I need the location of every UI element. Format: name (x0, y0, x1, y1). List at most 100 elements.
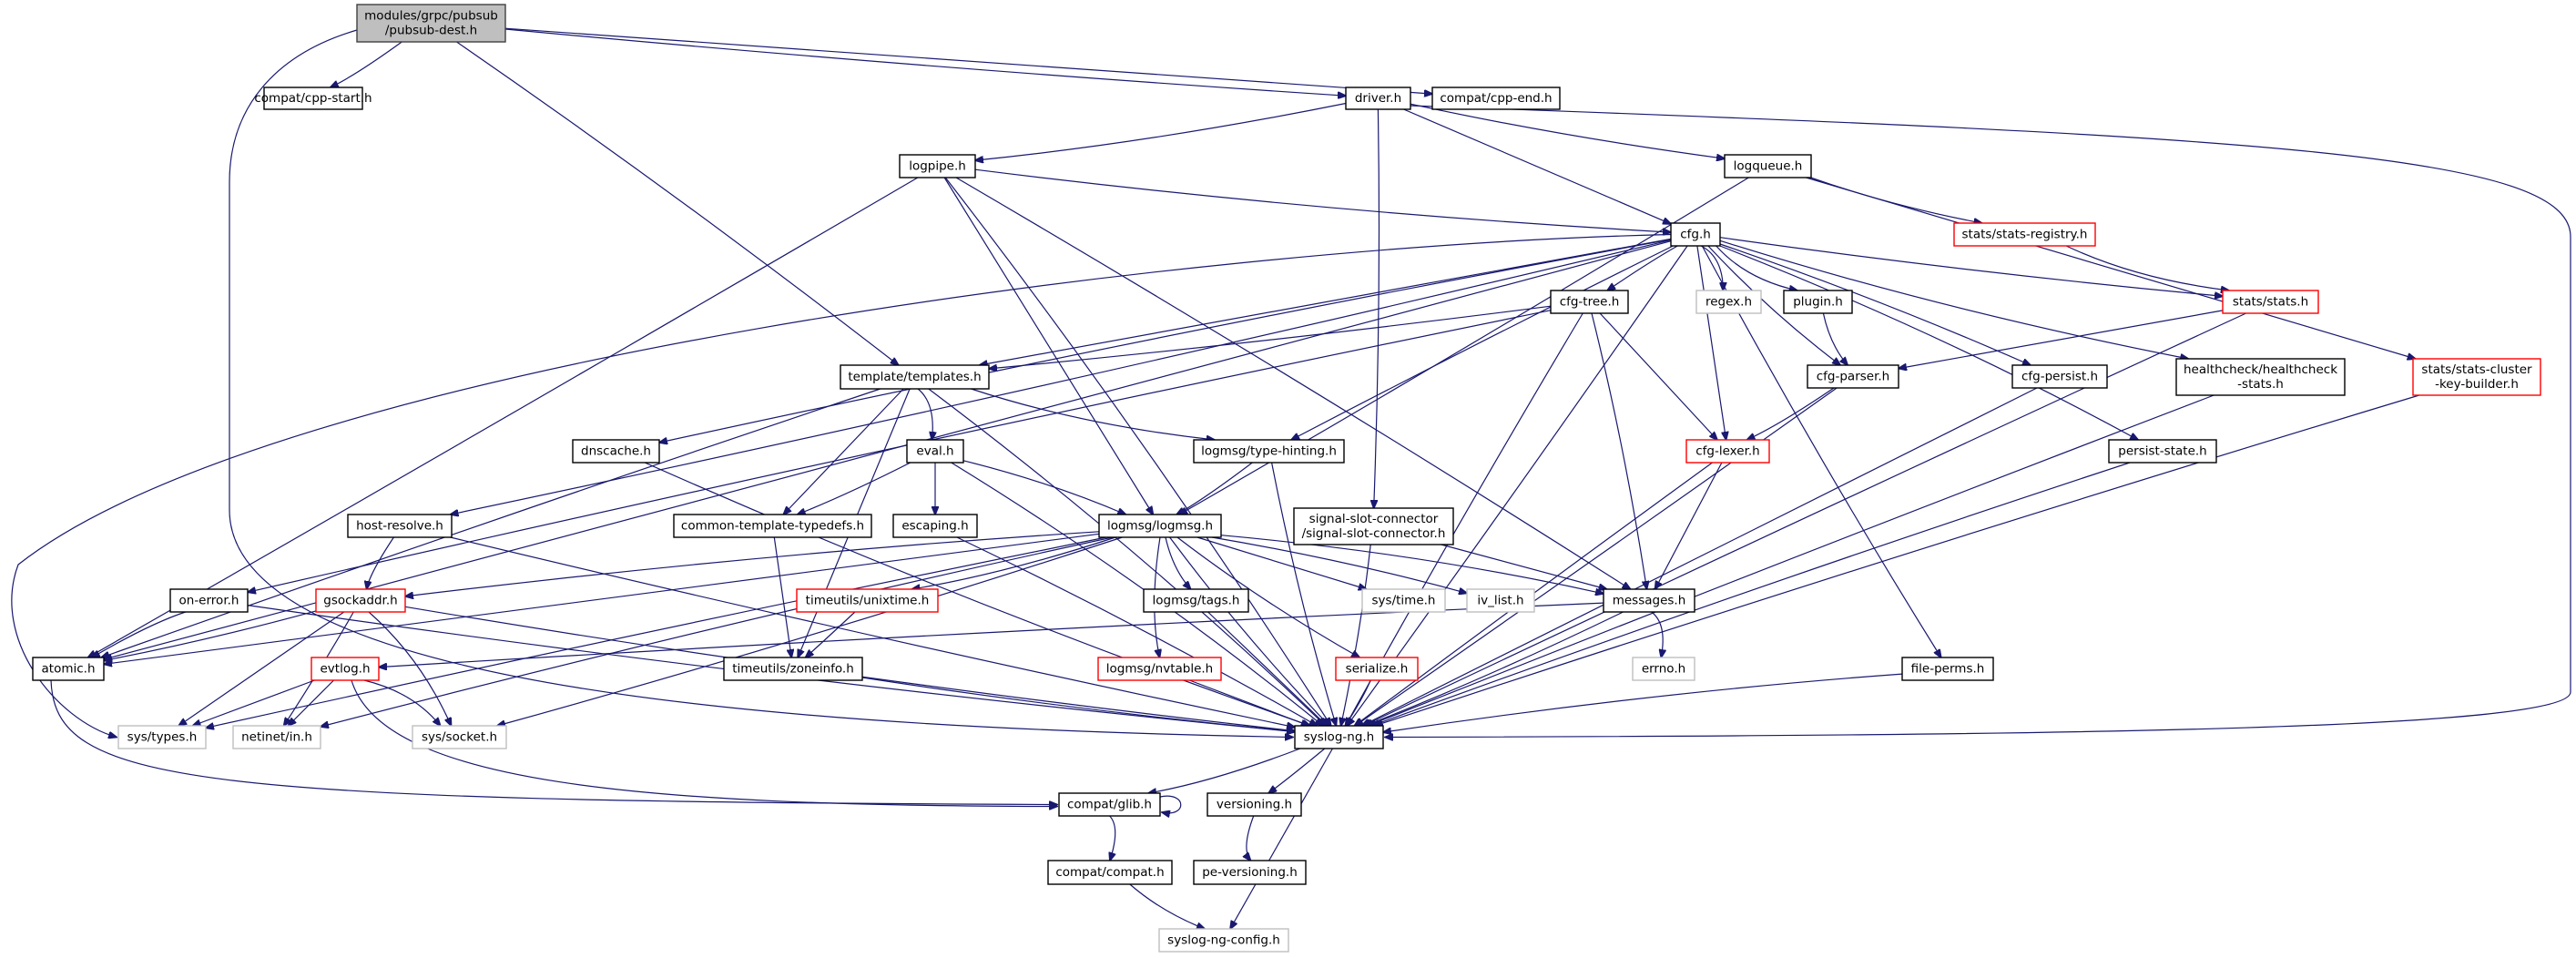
node-label: atomic.h (42, 662, 96, 677)
node-pe-versioning[interactable]: pe-versioning.h (1193, 860, 1307, 885)
node-compat[interactable]: compat/compat.h (1047, 860, 1173, 885)
edge-cfg-to-cfg_tree (1607, 245, 1678, 290)
node-box (1431, 87, 1561, 110)
node-box (1901, 657, 1994, 681)
node-box (1293, 507, 1454, 545)
node-zoneinfo[interactable]: timeutils/zoneinfo.h (723, 657, 863, 681)
edge-stats-to-syslog_ng (1363, 312, 2246, 726)
node-cpp-end[interactable]: compat/cpp-end.h (1431, 87, 1561, 110)
node-box (1361, 588, 1446, 613)
node-on-error[interactable]: on-error.h (169, 588, 249, 613)
node-box (1193, 860, 1307, 885)
node-type-hinting[interactable]: logmsg/type-hinting.h (1193, 439, 1345, 464)
node-signal-slot[interactable]: signal-slot-connector/signal-slot-connec… (1293, 507, 1454, 545)
edge-driver-to-cfg (1403, 108, 1672, 224)
edge-cfg_lexer-to-messages (1655, 462, 1723, 589)
node-label: compat/cpp-start.h (254, 91, 372, 106)
node-label: logqueue.h (1734, 159, 1803, 174)
node-label: -key-builder.h (2435, 377, 2519, 392)
node-eval[interactable]: eval.h (906, 439, 964, 464)
node-cpp-start[interactable]: compat/cpp-start.h (254, 87, 372, 110)
edge-logmsg-to-tags (1165, 536, 1191, 589)
node-box (796, 588, 939, 613)
node-sys-types[interactable]: sys/types.h (117, 725, 207, 749)
node-label: host-resolve.h (356, 519, 443, 534)
edge-pubsub_dest-to-cpp_end (504, 27, 1432, 94)
node-netinet-in[interactable]: netinet/in.h (232, 725, 321, 749)
node-healthcheck[interactable]: healthcheck/healthcheck-stats.h (2175, 358, 2346, 396)
node-label: logmsg/nvtable.h (1106, 662, 1213, 677)
node-dnscache[interactable]: dnscache.h (572, 439, 660, 464)
node-stats-cluster-kb[interactable]: stats/stats-cluster-key-builder.h (2412, 358, 2541, 396)
node-box (1047, 860, 1173, 885)
node-cfg-lexer[interactable]: cfg-lexer.h (1685, 439, 1770, 464)
edge-cfg-to-templates (980, 238, 1672, 365)
node-logmsg[interactable]: logmsg/logmsg.h (1098, 514, 1222, 538)
node-label: sys/socket.h (422, 730, 497, 745)
node-plugin[interactable]: plugin.h (1783, 290, 1853, 314)
node-serialize[interactable]: serialize.h (1335, 657, 1419, 681)
node-messages[interactable]: messages.h (1603, 588, 1695, 613)
node-nvtable[interactable]: logmsg/nvtable.h (1097, 657, 1222, 681)
node-syslog-ng[interactable]: syslog-ng.h (1294, 725, 1384, 749)
node-sys-time[interactable]: sys/time.h (1361, 588, 1446, 613)
node-box (412, 725, 507, 749)
node-stats[interactable]: stats/stats.h (2222, 290, 2319, 314)
edge-syslog_ng-to-glib (1148, 748, 1301, 793)
node-cfg[interactable]: cfg.h (1670, 222, 1721, 247)
node-evtlog[interactable]: evtlog.h (311, 657, 380, 681)
node-templates[interactable]: template/templates.h (840, 364, 990, 390)
edge-cfg_tree-to-cfg_lexer (1599, 312, 1717, 440)
edge-pubsub_dest-to-templates (456, 41, 899, 365)
edge-cfg_tree-to-templates (989, 305, 1552, 369)
edge-messages-to-errno (1651, 611, 1663, 657)
edge-logmsg-to-unixtime (912, 536, 1116, 589)
node-file-perms[interactable]: file-perms.h (1901, 657, 1994, 681)
node-host-resolve[interactable]: host-resolve.h (347, 514, 453, 538)
node-label: template/templates.h (848, 370, 981, 384)
node-gsockaddr[interactable]: gsockaddr.h (315, 588, 406, 613)
edge-evtlog-to-sys_types (193, 679, 315, 726)
edge-cfg-to-persist_state (1719, 245, 2138, 440)
node-glib[interactable]: compat/glib.h (1058, 792, 1161, 817)
node-unixtime[interactable]: timeutils/unixtime.h (796, 588, 939, 613)
node-box (673, 514, 872, 538)
edge-cfg-to-stats (1719, 237, 2223, 297)
node-cfg-parser[interactable]: cfg-parser.h (1807, 364, 1899, 389)
edge-signal_slot-to-syslog_ng (1341, 544, 1371, 726)
node-escaping[interactable]: escaping.h (892, 514, 978, 538)
node-iv-list[interactable]: iv_list.h (1466, 588, 1535, 613)
node-stats-registry[interactable]: stats/stats-registry.h (1953, 222, 2096, 247)
node-box (1058, 792, 1161, 817)
node-cfg-tree[interactable]: cfg-tree.h (1550, 290, 1629, 314)
edge-templates-to-eval (917, 388, 932, 440)
node-label: gsockaddr.h (323, 594, 397, 608)
node-logqueue[interactable]: logqueue.h (1724, 154, 1812, 178)
node-driver[interactable]: driver.h (1345, 87, 1411, 110)
edge-logmsg-to-sys_time (1196, 536, 1367, 589)
edge-persist_state-to-syslog_ng (1372, 462, 2131, 726)
node-label: cfg-tree.h (1560, 295, 1620, 310)
node-versioning[interactable]: versioning.h (1207, 792, 1302, 817)
node-errno[interactable]: errno.h (1632, 657, 1695, 681)
node-syslog-ng-config[interactable]: syslog-ng-config.h (1158, 928, 1289, 953)
edge-logmsg-to-syslog_ng (1169, 536, 1329, 726)
node-ctypedefs[interactable]: common-template-typedefs.h (673, 514, 872, 538)
node-cfg-persist[interactable]: cfg-persist.h (2011, 364, 2108, 389)
node-label: modules/grpc/pubsub (364, 9, 498, 24)
node-box (840, 364, 990, 390)
node-regex[interactable]: regex.h (1695, 290, 1762, 314)
node-tags[interactable]: logmsg/tags.h (1143, 588, 1249, 613)
node-logpipe[interactable]: logpipe.h (899, 154, 976, 178)
node-atomic[interactable]: atomic.h (32, 657, 105, 681)
edge-file_perms-to-syslog_ng (1383, 673, 1903, 732)
edge-driver-to-logpipe (975, 102, 1347, 161)
node-sys-socket[interactable]: sys/socket.h (412, 725, 507, 749)
edge-logpipe-to-atomic (88, 177, 919, 657)
node-label: stats/stats-registry.h (1962, 228, 2088, 242)
node-pubsub-dest[interactable]: modules/grpc/pubsub/pubsub-dest.h (356, 4, 506, 43)
node-label: regex.h (1705, 295, 1752, 310)
edge-syslog_ng-to-syslog_ng_config (1230, 748, 1333, 929)
node-persist-state[interactable]: persist-state.h (2108, 439, 2217, 464)
